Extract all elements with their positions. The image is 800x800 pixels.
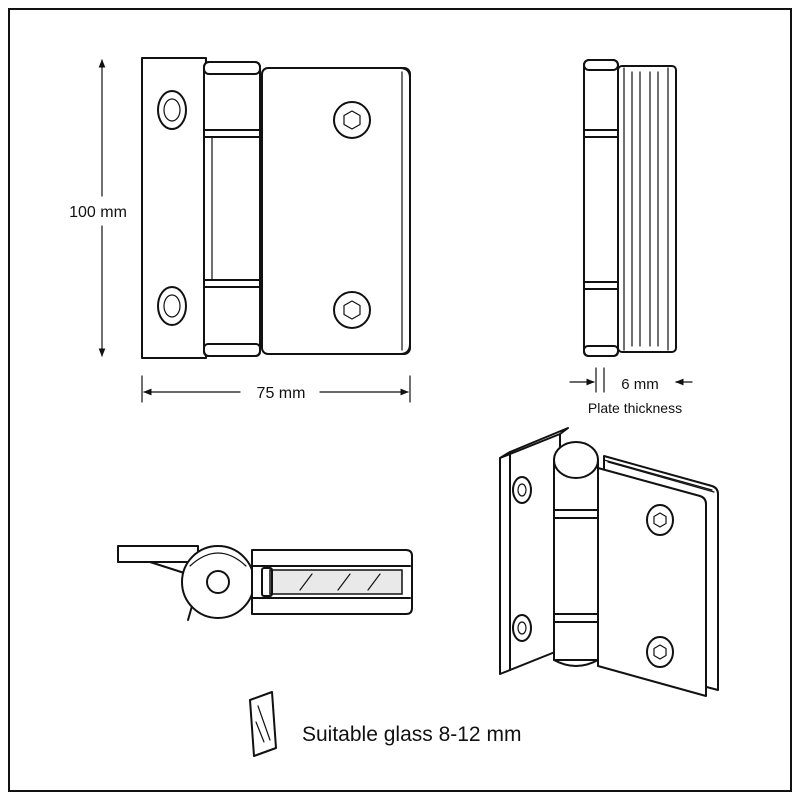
glass-note-text: Suitable glass 8-12 mm — [302, 723, 521, 746]
top-view — [117, 545, 413, 621]
thickness-dimension: 6 mm Plate thickness — [569, 367, 693, 416]
glass-pane-icon — [249, 691, 277, 757]
side-view — [583, 59, 677, 357]
front-view — [141, 57, 411, 359]
thickness-caption: Plate thickness — [588, 400, 682, 416]
width-label: 75 mm — [257, 385, 306, 402]
diagram-frame — [8, 8, 792, 792]
hex-bolt-icon — [333, 101, 371, 139]
glass-note: Suitable glass 8-12 mm — [249, 691, 521, 757]
width-dimension: 75 mm — [141, 375, 411, 403]
wall-screw-icon — [512, 614, 532, 642]
thickness-label: 6 mm — [621, 376, 659, 393]
hex-bolt-icon — [646, 636, 674, 668]
height-label: 100 mm — [69, 204, 127, 221]
height-dimension: 100 mm — [69, 59, 127, 357]
wall-screw-icon — [512, 476, 532, 504]
isometric-view — [499, 427, 719, 697]
hex-bolt-icon — [333, 291, 371, 329]
wall-screw-icon — [157, 286, 187, 326]
wall-screw-icon — [157, 90, 187, 130]
hex-bolt-icon — [646, 504, 674, 536]
